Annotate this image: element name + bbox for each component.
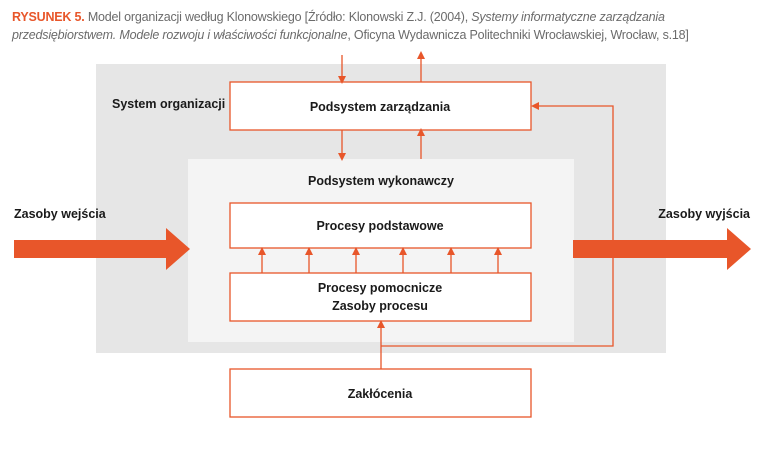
management-subsystem-box [229, 81, 532, 131]
management-subsystem-label: Podsystem zarządzania [310, 100, 451, 114]
caption-text: Model organizacji według Klonowskiego [Ź… [84, 10, 472, 24]
caption-publisher: , Oficyna Wydawnicza Politechniki Wrocła… [347, 28, 689, 42]
executive-subsystem-label: Podsystem wykonawczy [308, 174, 454, 188]
input-resources-arrow [14, 228, 190, 270]
basic-processes-box [229, 202, 532, 249]
output-resources-arrow [573, 228, 751, 270]
disturbances-label: Zakłócenia [348, 387, 414, 401]
basic-processes-label: Procesy podstawowe [316, 219, 443, 233]
auxiliary-processes-label: Procesy pomocnicze [318, 281, 442, 295]
system-organization-label: System organizacji [112, 97, 225, 111]
figure-caption: RYSUNEK 5. Model organizacji według Klon… [12, 8, 762, 44]
process-resources-label: Zasoby procesu [332, 299, 428, 313]
caption-title-italic: Systemy informatyczne zarządzania przeds… [12, 10, 665, 42]
disturbances-box [229, 368, 532, 418]
feedback-loop-line [381, 102, 614, 347]
input-resources-label: Zasoby wejścia [14, 207, 107, 221]
auxiliary-processes-box [229, 272, 532, 322]
figure-label: RYSUNEK 5. [12, 10, 85, 24]
output-resources-label: Zasoby wyjścia [658, 207, 751, 221]
